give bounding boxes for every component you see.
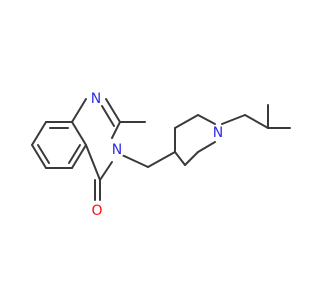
linker bbox=[121, 151, 176, 168]
bond-pip-c6-c5 bbox=[184, 151, 199, 166]
bond-pip-c2-n bbox=[197, 114, 216, 125]
atom-label-n3: N bbox=[109, 142, 125, 158]
benzene-ring bbox=[31, 121, 87, 169]
bond-c5-c4a bbox=[71, 121, 87, 146]
oxygen-carbonyl-label: O bbox=[91, 203, 102, 219]
atom-label-o: O bbox=[89, 203, 105, 219]
bond-pip-c3-c2 bbox=[174, 114, 199, 129]
bond-pip-c5-c4 bbox=[174, 151, 186, 166]
pyrimidinone-ring bbox=[71, 98, 121, 201]
bond-c8-c7 bbox=[31, 144, 47, 169]
bond-c2-n3 bbox=[111, 121, 121, 139]
bond-pip-n-c6 bbox=[197, 141, 216, 153]
isobutyl-chain bbox=[221, 104, 291, 129]
bond-n1-c2 bbox=[105, 98, 121, 123]
bond-ch2-c4pip bbox=[147, 151, 176, 168]
atom-label-n1: N bbox=[88, 91, 104, 107]
bond-n3-ch2 bbox=[121, 154, 149, 168]
double-bond-n1-c2 bbox=[101, 105, 115, 127]
bond-c8a-c8 bbox=[31, 121, 47, 146]
piperidine-ring bbox=[174, 114, 216, 166]
bond-n-ch2-isobutyl bbox=[221, 114, 246, 125]
double-bond-inner-1 bbox=[37, 144, 50, 164]
nitrogen-n3-label: N bbox=[112, 142, 122, 158]
nitrogen-piperidine-label: N bbox=[213, 125, 223, 141]
bond-c4-c5 bbox=[85, 144, 101, 181]
atom-label-n-piperidine: N bbox=[210, 125, 226, 141]
bond-c4a-n1 bbox=[71, 98, 87, 123]
bond-c6-c5 bbox=[71, 144, 87, 169]
nitrogen-n1-label: N bbox=[91, 91, 101, 107]
bond-ch2-ch bbox=[244, 114, 269, 129]
bond-n3-c4 bbox=[99, 161, 113, 181]
molecule-structure-diagram: N N N O bbox=[31, 91, 291, 219]
double-bond-inner-2 bbox=[68, 144, 81, 164]
